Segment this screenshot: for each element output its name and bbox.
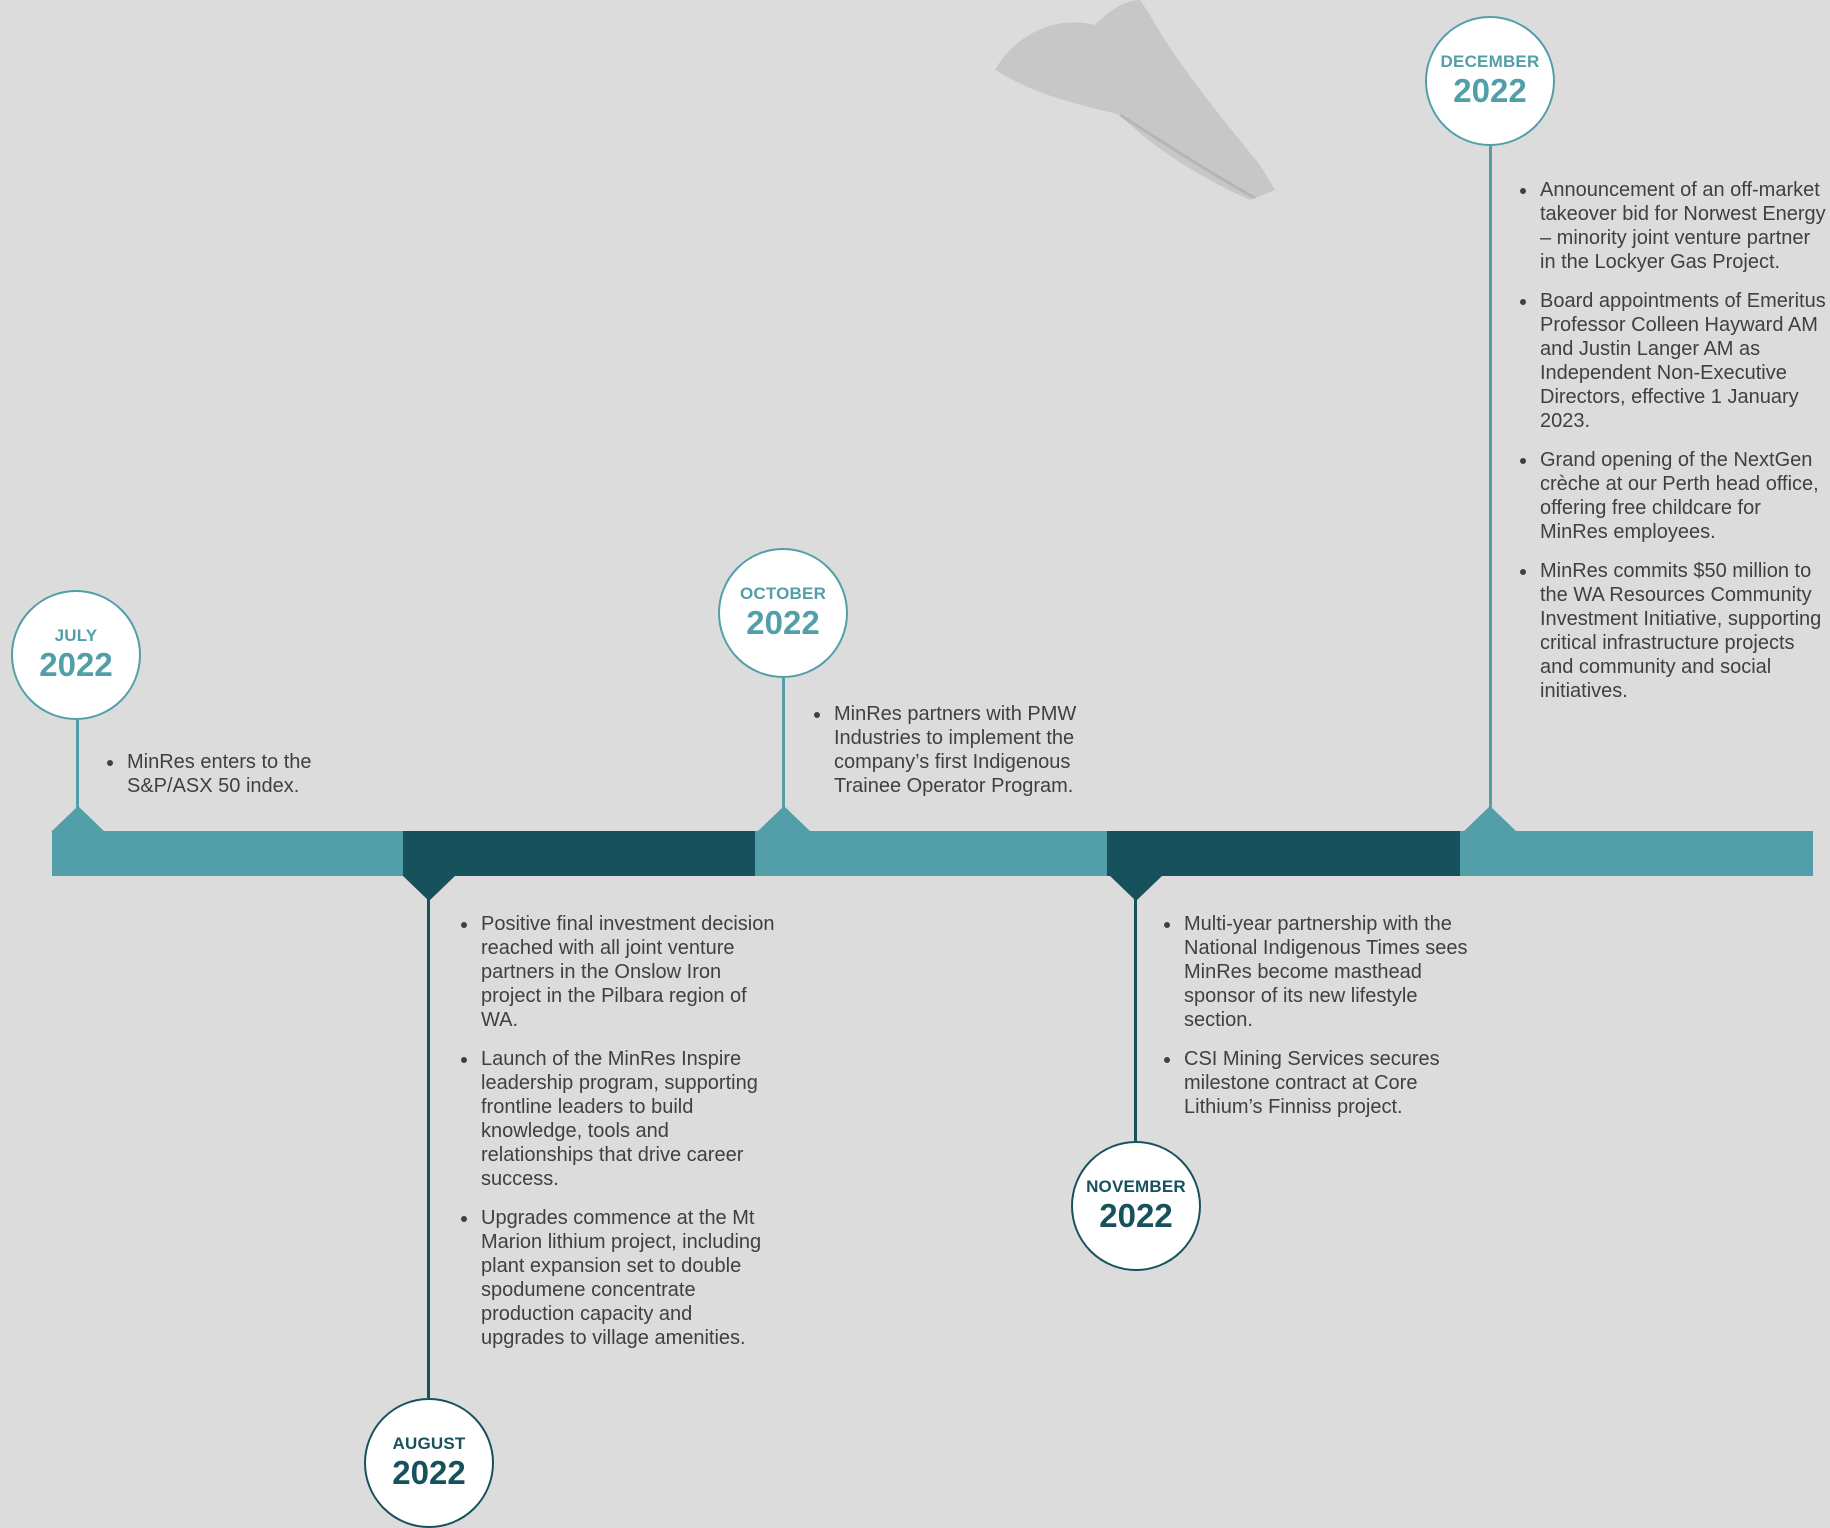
december-date-circle: DECEMBER 2022: [1425, 16, 1555, 146]
timeline-bar-segment-july: [52, 831, 403, 876]
bird-illustration: [995, 0, 1275, 200]
november-date-circle: NOVEMBER 2022: [1071, 1141, 1201, 1271]
december-year-label: 2022: [1453, 72, 1527, 109]
october-month-label: OCTOBER: [739, 584, 827, 603]
october-bullet-item: MinRes partners with PMW Industries to i…: [832, 702, 1132, 798]
november-bullet-list: Multi-year partnership with the National…: [1160, 912, 1482, 1119]
august-year-label: 2022: [392, 1454, 466, 1491]
timeline-bar-segment-december: [1460, 831, 1813, 876]
august-bullet-item: Positive final investment decision reach…: [479, 912, 779, 1032]
august-date-circle: AUGUST 2022: [364, 1398, 494, 1528]
july-bullet-item: MinRes enters to the S&P/ASX 50 index.: [125, 750, 365, 798]
august-connector: [427, 898, 430, 1398]
july-date-circle: JULY 2022: [11, 590, 141, 720]
december-pointer: [1463, 806, 1517, 832]
november-bullet-item: CSI Mining Services secures milestone co…: [1182, 1047, 1482, 1119]
july-month-label: JULY: [54, 626, 98, 645]
august-pointer: [402, 875, 456, 901]
november-month-label: NOVEMBER: [1086, 1177, 1186, 1196]
november-pointer: [1109, 875, 1163, 901]
july-year-label: 2022: [39, 646, 113, 683]
timeline-bar-segment-october: [755, 831, 1107, 876]
december-bullet-item: MinRes commits $50 million to the WA Res…: [1538, 559, 1830, 703]
december-connector: [1489, 146, 1492, 810]
august-bullet-list: Positive final investment decision reach…: [457, 912, 779, 1350]
november-bullet-item: Multi-year partnership with the National…: [1182, 912, 1482, 1032]
timeline-bar-segment-august: [403, 831, 755, 876]
august-bullet-item: Upgrades commence at the Mt Marion lithi…: [479, 1206, 779, 1350]
october-pointer: [757, 806, 811, 832]
august-month-label: AUGUST: [392, 1434, 466, 1453]
november-year-label: 2022: [1099, 1197, 1173, 1234]
december-bullet-item: Board appointments of Emeritus Professor…: [1538, 289, 1830, 433]
august-bullet-item: Launch of the MinRes Inspire leadership …: [479, 1047, 779, 1191]
november-connector: [1134, 898, 1137, 1141]
july-bullet-list: MinRes enters to the S&P/ASX 50 index.: [103, 750, 365, 798]
july-pointer: [51, 806, 105, 832]
timeline-bar-segment-november: [1107, 831, 1460, 876]
july-connector: [76, 720, 79, 810]
october-connector: [782, 678, 785, 810]
december-bullet-list: Announcement of an off-market takeover b…: [1516, 178, 1830, 703]
october-year-label: 2022: [746, 604, 820, 641]
december-bullet-item: Grand opening of the NextGen crèche at o…: [1538, 448, 1830, 544]
december-bullet-item: Announcement of an off-market takeover b…: [1538, 178, 1830, 274]
october-date-circle: OCTOBER 2022: [718, 548, 848, 678]
october-bullet-list: MinRes partners with PMW Industries to i…: [810, 702, 1132, 798]
december-month-label: DECEMBER: [1440, 52, 1540, 71]
